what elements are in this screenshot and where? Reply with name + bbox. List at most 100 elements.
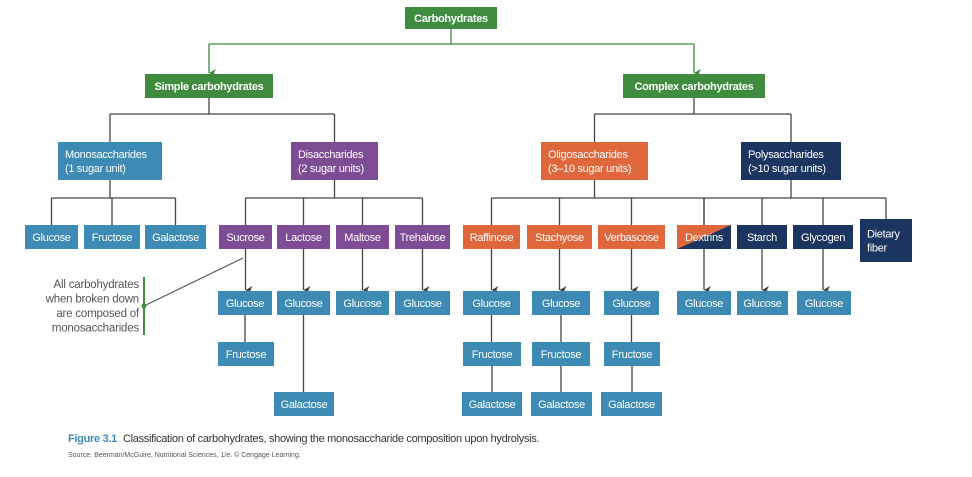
node-raf-galactose: Galactose: [462, 392, 522, 416]
figure-label: Figure 3.1: [68, 433, 117, 445]
node-mono: Monosaccharides(1 sugar unit): [58, 142, 162, 180]
node-carbohydrates-bg: [405, 7, 497, 29]
node-poly-label: (>10 sugar units): [748, 163, 826, 175]
node-trehalose-label: Trehalose: [400, 232, 446, 244]
node-raf-fructose-label: Fructose: [472, 349, 513, 361]
node-mono-label: (1 sugar unit): [65, 163, 126, 175]
node-sta-glucose-label: Glucose: [542, 298, 580, 310]
node-raf-fructose-bg: [463, 342, 521, 366]
node-ver-galactose-label: Galactose: [608, 399, 655, 411]
connectors: [50, 29, 887, 392]
node-poly-label: Polysaccharides: [748, 149, 824, 161]
node-dex-glucose-bg: [677, 291, 731, 315]
node-raffinose-bg: [463, 225, 520, 249]
node-sucrose: Sucrose: [219, 225, 272, 249]
node-oligo-bg: [541, 142, 648, 180]
node-suc-fructose-label: Fructose: [226, 349, 267, 361]
node-m-galactose-bg: [145, 225, 206, 249]
node-poly: Polysaccharides (>10 sugar units): [741, 142, 841, 180]
node-ver-fructose-bg: [604, 342, 660, 366]
node-gly-glucose-label: Glucose: [805, 298, 843, 310]
node-lac-galactose-bg: [274, 392, 334, 416]
node-simple-label: Simple carbohydrates: [155, 81, 264, 93]
node-verbascose-label: Verbascose: [604, 232, 659, 244]
node-starch-bg: [737, 225, 787, 249]
node-stachyose-label: Stachyose: [535, 232, 584, 244]
node-raf-fructose: Fructose: [463, 342, 521, 366]
node-dex-glucose-label: Glucose: [685, 298, 723, 310]
node-tre-glucose-label: Glucose: [403, 298, 441, 310]
node-sta-galactose: Galactose: [531, 392, 592, 416]
node-simple-bg: [145, 74, 273, 98]
node-m-glucose: Glucose: [25, 225, 78, 249]
node-suc-fructose: Fructose: [218, 342, 274, 366]
node-glycogen-bg: [793, 225, 853, 249]
node-complex-label: Complex carbohydrates: [634, 81, 753, 93]
node-lac-glucose: Glucose: [277, 291, 330, 315]
node-maltose: Maltose: [336, 225, 389, 249]
node-oligo-label: Oligosaccharides: [548, 149, 628, 161]
node-gly-glucose: Glucose: [797, 291, 851, 315]
node-m-fructose-label: Fructose: [92, 232, 133, 244]
node-sta-galactose-bg: [531, 392, 592, 416]
node-ver-fructose: Fructose: [604, 342, 660, 366]
node-mal-glucose-bg: [336, 291, 389, 315]
node-raf-galactose-label: Galactose: [469, 399, 516, 411]
node-dextrins-label: Dextrins: [685, 232, 724, 244]
node-oligo: Oligosaccharides (3–10 sugar units): [541, 142, 648, 180]
node-raffinose-label: Raffinose: [470, 232, 514, 244]
node-sta-fructose: Fructose: [532, 342, 590, 366]
node-carbohydrates: Carbohydrates: [405, 7, 497, 29]
node-complex: Complex carbohydrates: [623, 74, 765, 98]
node-ver-galactose-bg: [601, 392, 662, 416]
node-gly-glucose-bg: [797, 291, 851, 315]
node-stachyose-bg: [527, 225, 592, 249]
node-sta2-glucose-label: Glucose: [743, 298, 781, 310]
node-di: Disaccharides(2 sugar units): [291, 142, 378, 180]
note-text-line: monosaccharides: [52, 323, 140, 335]
node-lac-glucose-bg: [277, 291, 330, 315]
node-maltose-label: Maltose: [344, 232, 381, 244]
node-lactose: Lactose: [277, 225, 330, 249]
node-sta2-glucose-bg: [737, 291, 788, 315]
node-raffinose: Raffinose: [463, 225, 520, 249]
node-suc-glucose-bg: [218, 291, 272, 315]
node-maltose-bg: [336, 225, 389, 249]
node-verbascose-bg: [598, 225, 665, 249]
node-di-label: (2 sugar units): [298, 163, 364, 175]
node-lac-galactose-label: Galactose: [281, 399, 328, 411]
node-raf-galactose-bg: [462, 392, 522, 416]
node-m-fructose-bg: [84, 225, 140, 249]
node-fiber-label: Dietary: [867, 229, 901, 241]
node-glycogen: Glycogen: [793, 225, 853, 249]
node-tre-glucose-bg: [395, 291, 450, 315]
node-lac-galactose: Galactose: [274, 392, 334, 416]
node-suc-fructose-bg: [218, 342, 274, 366]
node-ver-fructose-label: Fructose: [612, 349, 653, 361]
node-dextrins: Dextrins: [677, 225, 731, 249]
node-simple: Simple carbohydrates: [145, 74, 273, 98]
node-m-glucose-label: Glucose: [32, 232, 70, 244]
node-mono-bg: [58, 142, 162, 180]
note-text-line: when broken down: [45, 294, 139, 306]
node-verbascose: Verbascose: [598, 225, 665, 249]
node-starch: Starch: [737, 225, 787, 249]
node-lactose-label: Lactose: [285, 232, 322, 244]
node-ver-glucose-bg: [604, 291, 659, 315]
note-pointer-dot: [141, 303, 147, 309]
node-m-glucose-bg: [25, 225, 78, 249]
node-glycogen-label: Glycogen: [801, 232, 845, 244]
node-sta-glucose: Glucose: [532, 291, 590, 315]
node-poly-bg: [741, 142, 841, 180]
node-ver-glucose: Glucose: [604, 291, 659, 315]
node-sucrose-label: Sucrose: [226, 232, 264, 244]
node-trehalose: Trehalose: [395, 225, 450, 249]
node-suc-glucose: Glucose: [218, 291, 272, 315]
figure-source: Source: Beerman/McGuire, Nutritional Sci…: [68, 452, 301, 459]
node-m-galactose-label: Galactose: [152, 232, 199, 244]
node-oligo-label: (3–10 sugar units): [548, 163, 631, 175]
